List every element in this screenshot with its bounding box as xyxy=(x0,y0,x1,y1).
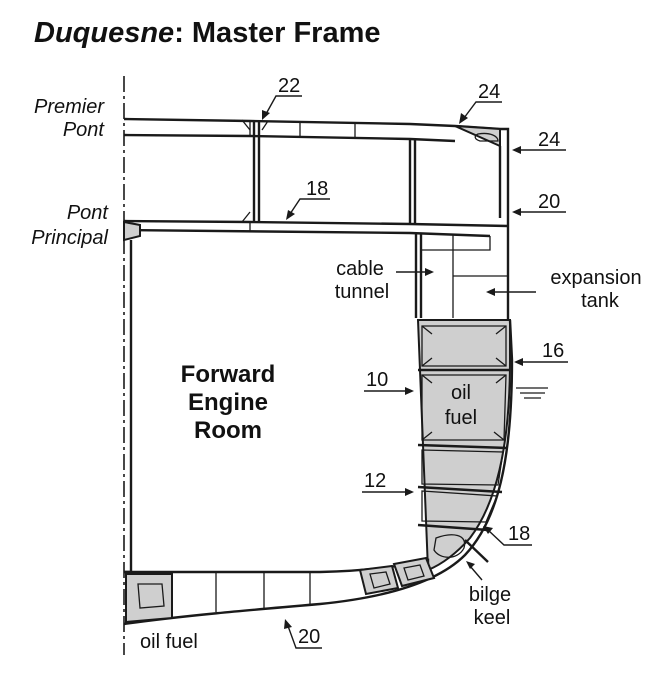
label-expansion: expansion xyxy=(550,267,641,289)
svg-text:12: 12 xyxy=(364,470,386,492)
label-room: Room xyxy=(194,417,262,444)
waterline-symbol xyxy=(516,387,548,399)
callout-expansion-tank xyxy=(486,288,536,296)
label-principal: Principal xyxy=(31,227,108,249)
svg-text:10: 10 xyxy=(366,369,388,391)
side-oil-fuel-tank xyxy=(416,319,511,572)
svg-text:22: 22 xyxy=(278,75,300,97)
svg-text:24: 24 xyxy=(478,81,500,103)
svg-text:20: 20 xyxy=(298,626,320,648)
label-premier-pont: Pont xyxy=(63,119,106,141)
svg-text:18: 18 xyxy=(508,523,530,545)
tank-subdivisions xyxy=(417,325,510,558)
callout-24-side: 24 xyxy=(512,129,566,154)
engine-room-bulkhead xyxy=(124,240,133,574)
svg-text:18: 18 xyxy=(306,178,328,200)
svg-text:24: 24 xyxy=(538,129,560,151)
upper-deck xyxy=(123,117,501,148)
callout-20-side: 20 xyxy=(512,191,566,216)
label-forward: Forward xyxy=(181,361,276,388)
callout-12: 12 xyxy=(362,470,414,496)
callout-18-bilge: 18 xyxy=(483,523,532,546)
label-bilge: bilge xyxy=(469,584,511,606)
bilge-keel xyxy=(464,539,489,563)
double-bottom-cells xyxy=(125,556,436,624)
label-bottom-oil-fuel: oil fuel xyxy=(140,631,198,653)
label-premier: Premier xyxy=(34,96,105,118)
pillars xyxy=(241,119,417,224)
svg-text:20: 20 xyxy=(538,191,560,213)
title-rest: : Master Frame xyxy=(174,17,380,49)
label-keel: keel xyxy=(474,607,511,629)
title-ship-name: Duquesne xyxy=(34,17,174,49)
callout-24-top: 24 xyxy=(459,81,502,124)
label-tunnel: tunnel xyxy=(335,281,390,303)
label-engine: Engine xyxy=(188,389,268,416)
callout-bilge-keel xyxy=(466,561,483,581)
label-cable: cable xyxy=(336,258,384,280)
outer-hull xyxy=(123,319,514,626)
callout-20-bottom: 20 xyxy=(284,619,322,649)
callout-16: 16 xyxy=(514,340,568,366)
label-pont: Pont xyxy=(67,202,110,224)
callout-22: 22 xyxy=(262,75,302,120)
callout-10: 10 xyxy=(364,369,414,395)
callout-cable-tunnel xyxy=(396,268,434,276)
label-fuel: fuel xyxy=(445,407,477,429)
callout-18-deck: 18 xyxy=(286,178,330,220)
cable-tunnel-and-expansion-tank xyxy=(414,233,508,318)
label-tank: tank xyxy=(581,290,620,312)
svg-text:16: 16 xyxy=(542,340,564,362)
main-deck xyxy=(123,219,509,242)
label-oil: oil xyxy=(451,382,471,404)
diagram-title: Duquesne: Master Frame xyxy=(34,17,381,49)
